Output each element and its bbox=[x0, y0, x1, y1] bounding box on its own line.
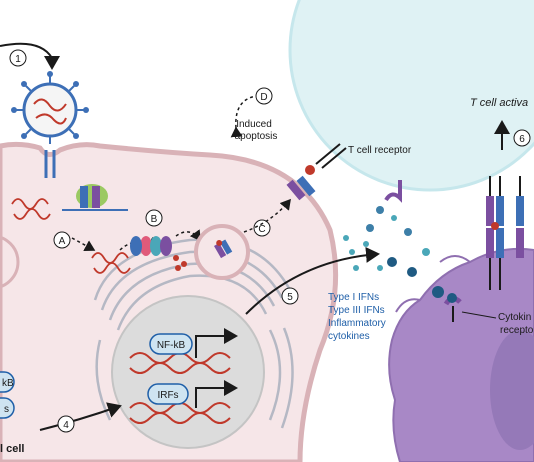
left-kb-label: kB bbox=[2, 378, 14, 389]
t-cell-body bbox=[288, 0, 534, 192]
step-5-label: 5 bbox=[287, 292, 293, 303]
t-cell-activation-label: T cell activa bbox=[470, 97, 528, 109]
step-d-label: D bbox=[260, 92, 267, 103]
step-b-label: B bbox=[151, 214, 158, 225]
ifn-line1: Type I IFNs bbox=[328, 292, 379, 303]
left-s-label: s bbox=[4, 404, 9, 415]
virus-receptor bbox=[44, 150, 56, 178]
cytokine-receptor-line1: Cytokin bbox=[498, 312, 531, 323]
induced-apoptosis-line2: apoptosis bbox=[235, 131, 278, 142]
nfkb-label: NF-kB bbox=[157, 340, 186, 351]
ifn-line2: Type III IFNs bbox=[328, 305, 385, 316]
proteasome bbox=[130, 236, 172, 256]
step-1-label: 1 bbox=[15, 54, 21, 65]
t-cell-receptor-label: T cell receptor bbox=[348, 145, 412, 156]
irfs-label: IRFs bbox=[157, 390, 178, 401]
mhc-tcr-complex bbox=[286, 143, 347, 201]
tcr-mhc2-complex bbox=[486, 176, 524, 290]
step-4-label: 4 bbox=[63, 420, 69, 431]
step-c-label: C bbox=[258, 224, 265, 235]
virus-particle bbox=[11, 71, 89, 144]
endoplasmic-reticulum bbox=[93, 238, 294, 429]
cell-label: l cell bbox=[0, 443, 24, 455]
ribosome-complex bbox=[62, 184, 128, 211]
irfs-badge bbox=[147, 383, 189, 405]
cytokine-dots bbox=[343, 206, 444, 298]
nfkb-badge bbox=[149, 333, 193, 355]
step-a-label: A bbox=[59, 236, 66, 247]
cytokine-receptor-line2: recepto bbox=[500, 325, 534, 336]
ifn-line4: cytokines bbox=[328, 331, 370, 342]
apc-cytokine-receptor bbox=[443, 293, 497, 322]
ifn-line3: Inflammatory bbox=[328, 318, 386, 329]
step-6-label: 6 bbox=[519, 134, 525, 145]
induced-apoptosis-line1: Induced bbox=[236, 119, 272, 130]
viral-rna bbox=[11, 198, 131, 274]
apc-nucleus bbox=[490, 330, 534, 450]
